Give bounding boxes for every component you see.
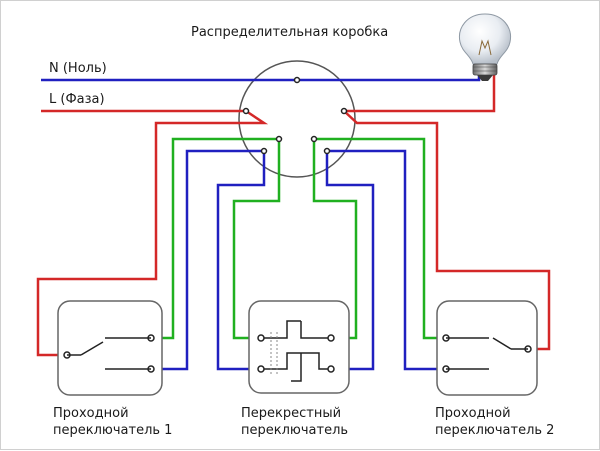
switch-1-caption-line1: Проходной [53,406,129,421]
two-way-switch-icon [57,300,163,396]
green-traveler-2 [232,139,281,340]
neutral-label: N (Ноль) [49,61,107,76]
switch-2-caption-line1: Проходной [435,406,511,421]
switch-1-caption: Проходной переключатель 1 [53,405,172,439]
light-bulb-icon [458,13,512,81]
blue-traveler-3 [325,151,375,371]
cross-switch-icon [248,300,350,394]
phase-label: L (Фаза) [49,92,105,107]
phase-wire [36,67,551,357]
blue-travelers [151,149,446,371]
blue-traveler-1 [151,149,264,371]
switch-1-caption-line2: переключатель 1 [53,423,173,438]
phase-wire-from-lamp [344,67,496,113]
junction-terminals [242,76,348,155]
blue-traveler-2 [216,151,266,371]
switch-2-caption: Проходной переключатель 2 [435,405,554,439]
cross-switch-caption-line2: переключатель [241,423,349,438]
phase-wire-to-switch2 [343,110,551,351]
blue-traveler-4 [327,149,446,371]
phase-wire-to-switch1 [36,109,269,357]
switch-2-caption-line2: переключатель 2 [435,423,555,438]
two-way-switch-icon [436,300,538,396]
cross-switch-caption-line1: Перекрестный [241,406,342,421]
green-traveler-4 [314,137,446,340]
junction-box-title: Распределительная коробка [191,25,389,40]
cross-switch-caption: Перекрестный переключатель [241,405,348,439]
